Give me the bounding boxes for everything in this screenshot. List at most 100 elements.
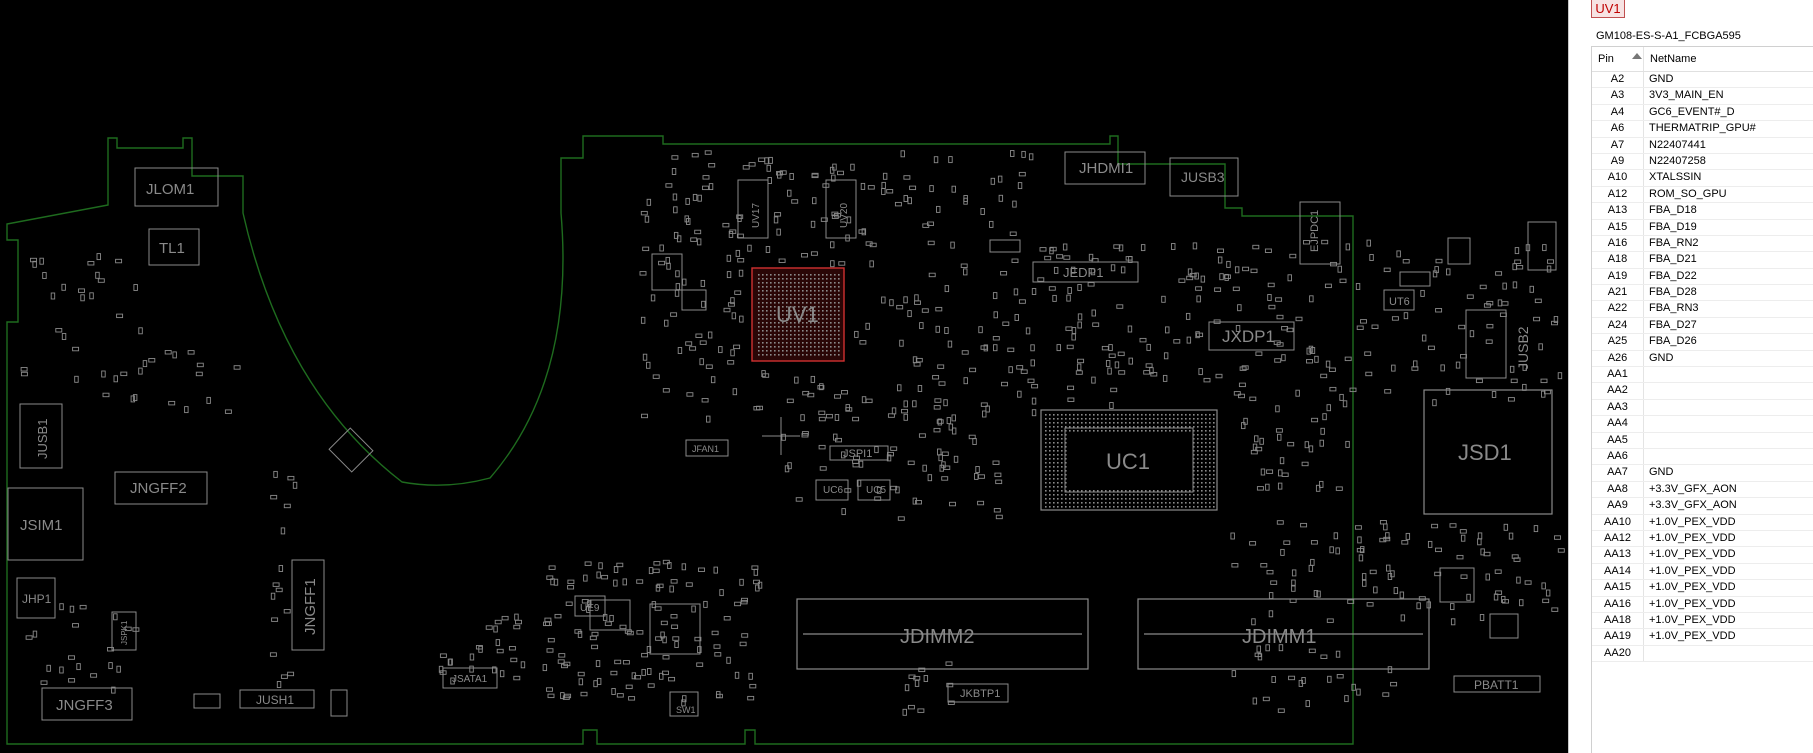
pin-cell: A9 xyxy=(1592,153,1644,170)
pin-cell: A24 xyxy=(1592,317,1644,334)
netname-cell: N22407258 xyxy=(1649,154,1706,167)
pin-cell: AA5 xyxy=(1592,432,1644,448)
label-jngff2: JNGFF2 xyxy=(130,480,187,497)
table-row[interactable]: AA7 GND xyxy=(1592,465,1813,482)
pin-cell: AA6 xyxy=(1592,448,1644,465)
table-row[interactable]: AA2 xyxy=(1592,383,1813,400)
table-row[interactable]: AA4 xyxy=(1592,416,1813,433)
netname-cell xyxy=(1644,416,1813,431)
netname-cell: FBA_D21 xyxy=(1649,253,1697,266)
netname-cell: +1.0V_PEX_VDD xyxy=(1649,613,1736,626)
crosshair xyxy=(762,417,800,455)
netname-cell: 3V3_MAIN_EN xyxy=(1649,89,1724,102)
table-row[interactable]: AA9+3.3V_GFX_AON xyxy=(1592,498,1813,515)
netname-cell: +1.0V_PEX_VDD xyxy=(1649,564,1736,577)
pin-cell: A22 xyxy=(1592,301,1644,317)
label-jush1: JUSH1 xyxy=(256,693,294,707)
board-labels: JLOM1 TL1 JUSB1 JNGFF2 JSIM1 JHP1 JSPK1 … xyxy=(20,160,1531,715)
table-row[interactable]: AA18+1.0V_PEX_VDD xyxy=(1592,612,1813,630)
part-name: GM108-ES-S-A1_FCBGA595 xyxy=(1596,30,1741,42)
pin-cell: AA8 xyxy=(1592,481,1644,498)
table-row[interactable]: AA5 xyxy=(1592,432,1813,449)
pin-cell: A2 xyxy=(1592,72,1644,88)
dimm-slots xyxy=(796,598,1430,670)
netname-cell: FBA_D26 xyxy=(1649,335,1697,348)
netname-cell: N22407441 xyxy=(1649,138,1706,151)
label-tl1: TL1 xyxy=(159,240,185,257)
netname-cell: +1.0V_PEX_VDD xyxy=(1649,581,1736,594)
table-row[interactable]: A3 3V3_MAIN_EN xyxy=(1592,88,1813,105)
table-row[interactable]: AA8 +3.3V_GFX_AON xyxy=(1592,481,1813,499)
netname-cell: FBA_D27 xyxy=(1649,318,1697,331)
label-jhdmi1: JHDMI1 xyxy=(1079,160,1133,177)
label-jspi1: JSPI1 xyxy=(843,448,872,460)
pin-cell: AA9 xyxy=(1592,498,1644,514)
table-row[interactable]: A24 FBA_D27 xyxy=(1592,317,1813,335)
table-row[interactable]: AA20 xyxy=(1592,645,1813,663)
table-row[interactable]: AA6 xyxy=(1592,448,1813,466)
jsd1-outline xyxy=(1423,389,1553,515)
column-header-pin[interactable]: Pin xyxy=(1592,47,1644,71)
netname-cell: GND xyxy=(1649,73,1674,85)
component-badge[interactable]: UV1 xyxy=(1591,0,1625,18)
board-view[interactable]: JLOM1 TL1 JUSB1 JNGFF2 JSIM1 JHP1 JSPK1 … xyxy=(0,0,1568,753)
table-row[interactable]: AA15 +1.0V_PEX_VDD xyxy=(1592,580,1813,597)
table-row[interactable]: AA10+1.0V_PEX_VDD xyxy=(1592,514,1813,531)
table-row[interactable]: AA1 xyxy=(1592,367,1813,384)
board-canvas[interactable]: JLOM1 TL1 JUSB1 JNGFF2 JSIM1 JHP1 JSPK1 … xyxy=(0,0,1568,753)
label-jsata1: JSATA1 xyxy=(452,674,488,685)
netname-cell xyxy=(1644,383,1813,398)
table-row[interactable]: AA3 xyxy=(1592,399,1813,417)
table-row[interactable]: AA14+1.0V_PEX_VDD xyxy=(1592,563,1813,581)
table-row[interactable]: AA13+1.0V_PEX_VDD xyxy=(1592,547,1813,564)
label-ue9: UE9 xyxy=(580,603,600,614)
label-jfan1: JFAN1 xyxy=(692,444,719,454)
table-row[interactable]: AA19+1.0V_PEX_VDD xyxy=(1592,629,1813,646)
pin-cell: A12 xyxy=(1592,186,1644,203)
table-row[interactable]: A9 N22407258 xyxy=(1592,153,1813,171)
pin-cell: AA10 xyxy=(1592,514,1644,530)
uv1-chip[interactable] xyxy=(751,267,845,362)
netname-cell: XTALSSIN xyxy=(1649,171,1702,184)
label-jedp1: JEDP1 xyxy=(1063,265,1103,280)
table-row[interactable]: A15 FBA_D19 xyxy=(1592,219,1813,236)
uc1-chip[interactable] xyxy=(1040,409,1218,511)
pin-cell: A3 xyxy=(1592,88,1644,104)
pin-cell: A15 xyxy=(1592,219,1644,235)
netname-cell: +3.3V_GFX_AON xyxy=(1649,482,1737,495)
pin-cell: AA7 xyxy=(1592,465,1644,481)
netname-cell: +1.0V_PEX_VDD xyxy=(1649,531,1736,544)
pin-cell: AA13 xyxy=(1592,547,1644,563)
pin-cell: A16 xyxy=(1592,235,1644,252)
table-row[interactable]: A2 GND xyxy=(1592,72,1813,89)
label-pbatt1: PBATT1 xyxy=(1474,678,1519,692)
netname-cell: GND xyxy=(1649,351,1674,364)
netname-cell: THERMATRIP_GPU# xyxy=(1649,122,1756,135)
netname-cell xyxy=(1644,367,1813,382)
label-jusb1: JUSB1 xyxy=(35,419,50,459)
pin-cell: AA20 xyxy=(1592,645,1644,662)
label-uc6: UC6 xyxy=(823,485,843,496)
netname-cell: GC6_EVENT#_D xyxy=(1649,105,1735,118)
table-row[interactable]: AA16+1.0V_PEX_VDD xyxy=(1592,596,1813,613)
netname-cell: FBA_D19 xyxy=(1649,220,1697,233)
netname-cell: GND xyxy=(1649,466,1674,479)
pin-cell: AA15 xyxy=(1592,580,1644,596)
table-row[interactable]: AA12+1.0V_PEX_VDD xyxy=(1592,530,1813,548)
column-header-netname[interactable]: NetName xyxy=(1644,47,1813,71)
netname-cell: +1.0V_PEX_VDD xyxy=(1649,597,1736,610)
